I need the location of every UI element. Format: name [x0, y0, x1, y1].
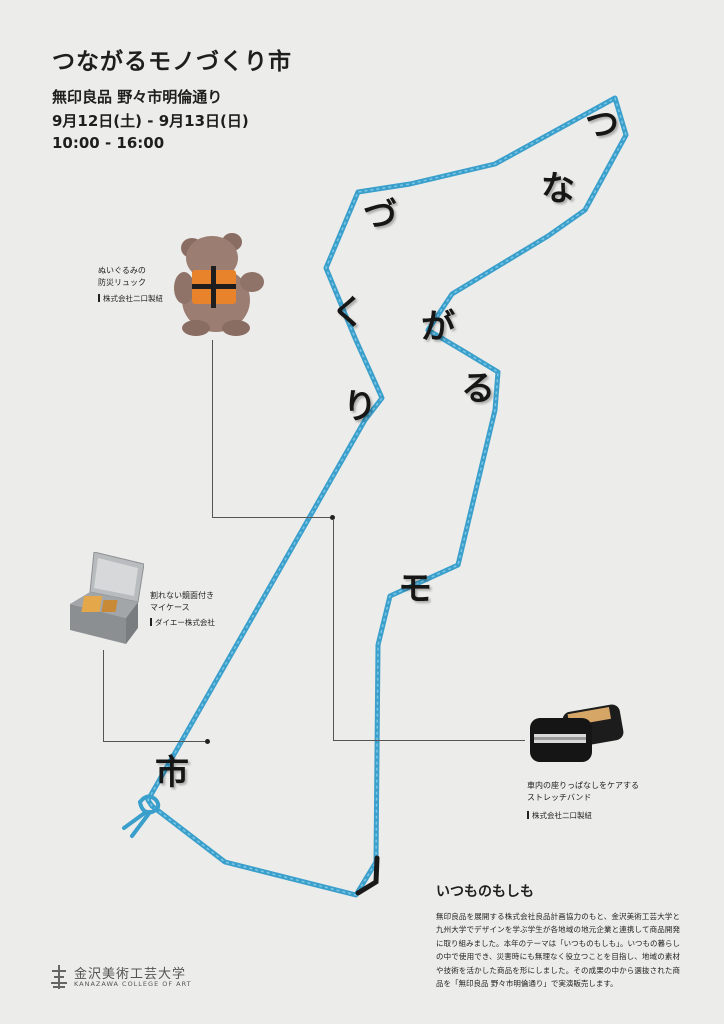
route-char-mo: モ — [398, 569, 432, 609]
maker-marker-icon — [527, 811, 529, 819]
maker-marker-icon — [98, 294, 100, 302]
leader-line-band-vertical — [333, 520, 334, 741]
cord-end-segment — [355, 855, 380, 896]
stretch-band-image — [530, 704, 624, 762]
kanazawa-college-emblem-icon — [51, 965, 67, 989]
leader-line-bear-vertical — [212, 340, 213, 518]
leader-line-case-horizontal — [103, 741, 207, 742]
cord-path-highlight — [147, 97, 627, 896]
concept-heading: いつものもしも — [436, 884, 534, 900]
route-char-tsu: つ — [585, 105, 619, 145]
leader-dot-case — [205, 739, 210, 744]
route-char-ga: が — [421, 307, 455, 347]
college-name-en: KANAZAWA COLLEGE OF ART — [74, 980, 192, 988]
college-logo: 金沢美術工芸大学 KANAZAWA COLLEGE OF ART — [50, 963, 192, 993]
product-band-name-line1: 車内の座りっぱなしをケアする — [527, 781, 639, 790]
leader-dot-bear — [330, 515, 335, 520]
route-char-ichi: 市 — [155, 753, 189, 793]
product-bear-name: ぬいぐるみの 防災リュック — [98, 265, 178, 289]
product-case-name-line2: マイケース — [150, 603, 190, 612]
concept-body: 無印良品を展開する株式会社良品計画協力のもと、金沢美術工芸大学と九州大学でデザイ… — [436, 912, 680, 989]
route-char-ku: く — [331, 293, 365, 333]
route-char-na: な — [541, 169, 575, 209]
event-title: つながるモノづくり市 — [52, 49, 292, 75]
teddy-bear-backpack-image — [174, 233, 264, 336]
cord-knot — [122, 794, 161, 838]
product-bear-name-line1: ぬいぐるみの — [98, 266, 146, 275]
product-band-maker-text: 株式会社二口製紐 — [532, 811, 592, 820]
product-case-name-line1: 割れない鏡面付き — [150, 591, 214, 600]
route-char-ru: る — [461, 369, 495, 409]
product-case-maker-text: ダイエー株式会社 — [155, 618, 215, 627]
product-case-name: 割れない鏡面付き マイケース — [150, 590, 240, 614]
product-band-name-line2: ストレッチバンド — [527, 793, 592, 802]
product-case-maker: ダイエー株式会社 — [150, 617, 215, 628]
product-band-maker: 株式会社二口製紐 — [527, 810, 592, 821]
leader-line-case-vertical — [103, 650, 104, 742]
product-bear-name-line2: 防災リュック — [98, 278, 146, 287]
product-bear-maker-text: 株式会社二口製紐 — [103, 294, 163, 303]
event-dates: 9月12日(土) - 9月13日(日) — [52, 112, 249, 130]
route-char-zu: づ — [363, 195, 397, 235]
product-band-name: 車内の座りっぱなしをケアする ストレッチバンド — [527, 780, 667, 804]
product-bear-maker: 株式会社二口製紐 — [98, 293, 163, 304]
event-venue: 無印良品 野々市明倫通り — [52, 88, 223, 106]
route-char-ri: り — [343, 387, 377, 427]
leader-line-band-horizontal — [333, 740, 525, 741]
leader-line-bear-horizontal — [212, 517, 332, 518]
maker-marker-icon — [150, 618, 152, 626]
event-hours: 10:00 - 16:00 — [52, 134, 165, 152]
metal-case-image — [70, 552, 144, 644]
college-name-jp: 金沢美術工芸大学 — [74, 967, 187, 982]
